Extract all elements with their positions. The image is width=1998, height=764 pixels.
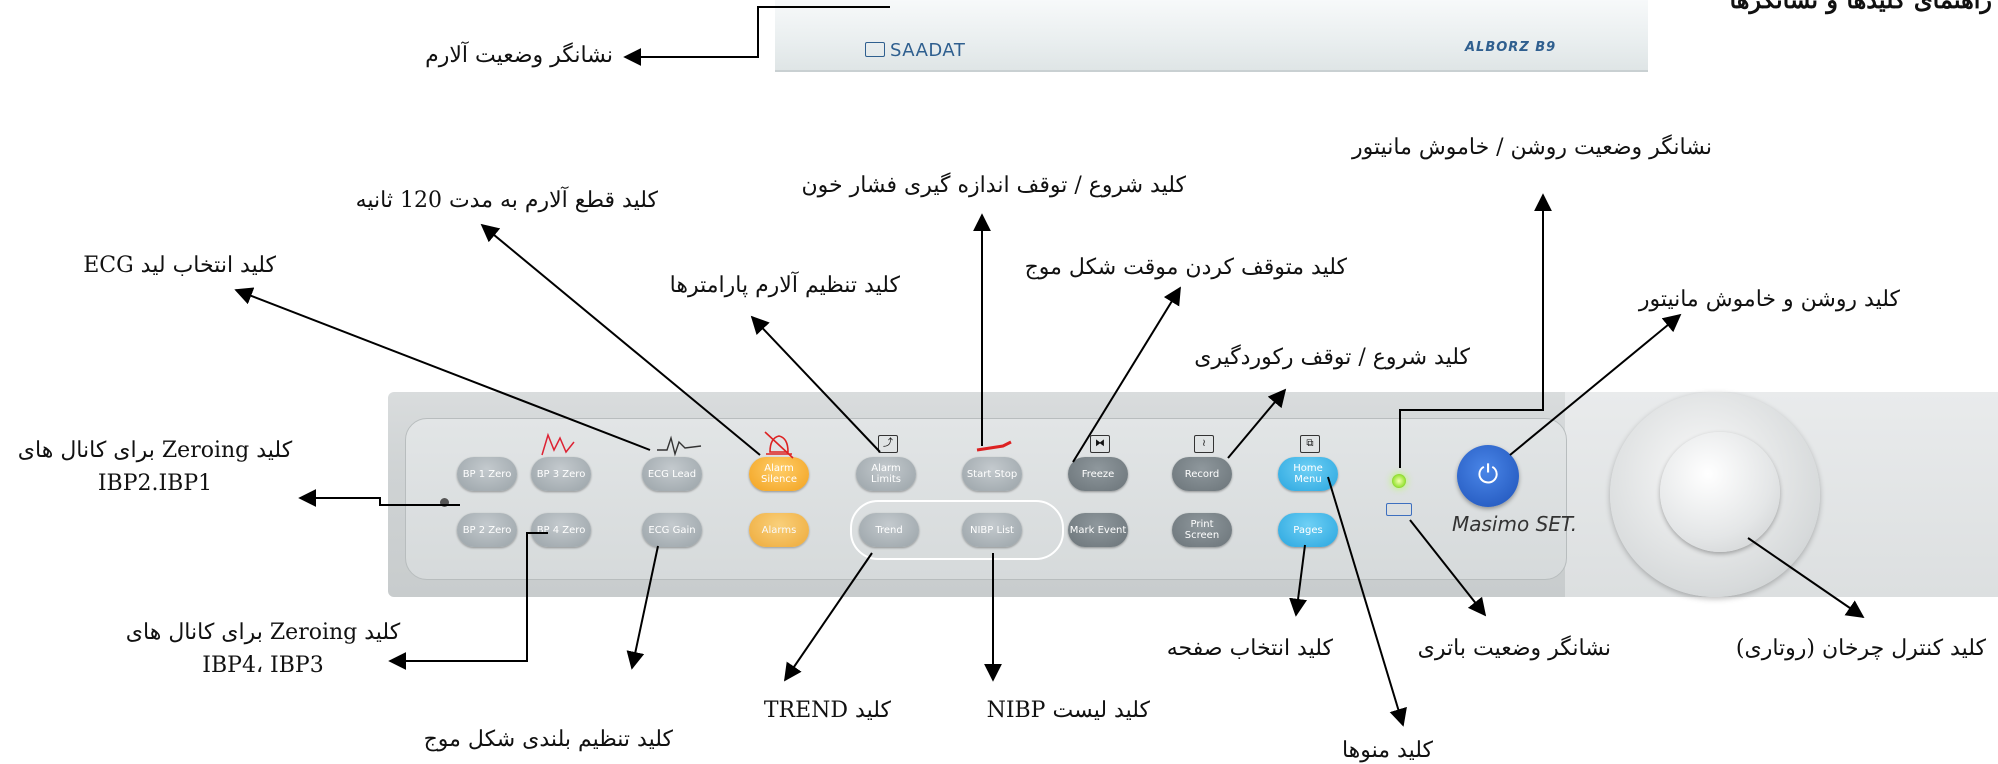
alarms-label: Alarms [761,524,797,536]
brand-right: ALBORZ B9 [1465,40,1557,55]
ecg-gain-label: ECG Gain [648,524,696,536]
callout-trend: کلید TREND [763,698,891,723]
ecg-lead-label: ECG Lead [647,468,697,480]
ecg-gain-button[interactable]: ECG Gain [642,513,702,547]
nibp-list-label: NIBP List [970,524,1014,536]
callout-menus: کلید منوها [1341,738,1433,763]
callout-zero12: کلید Zeroing برای کانال های IBP2.IBP1 [10,438,300,497]
arrow-power [1509,313,1682,456]
power-button[interactable]: ⏻ [1457,445,1519,507]
callout-zero34-line1: کلید Zeroing برای کانال های [125,620,401,645]
bell-icon [764,431,794,459]
arrow-ecg-gain [626,545,659,670]
record-label: Record [1184,468,1220,480]
ecg-lead-button[interactable]: ECG Lead [642,457,702,491]
bp4-zero-label: BP 4 Zero [536,524,586,536]
masimo-logo: Masimo SET. [1452,512,1578,536]
callout-nibp-list: کلید لیست NIBP [986,698,1150,723]
callout-ecg-gain: کلید تنظیم بلندی شکل موج [423,727,673,752]
power-status-led [1392,474,1406,488]
pages-button[interactable]: Pages [1278,513,1338,547]
arrow-zero34 [388,532,548,670]
callout-power-status: نشانگر وضعیت روشن / خاموش مانیتور [1351,135,1712,160]
callout-alarm-silence: کلید قطع آلارم به مدت 120 ثانیه [355,188,658,213]
pages-label: Pages [1293,524,1323,536]
callout-alarm-limits: کلید تنظیم آلارم پارامترها [669,273,900,298]
trend-button[interactable]: Trend [859,513,919,547]
page-title: راهنمای کلیدها و نشانگرها [1729,0,1992,14]
home-menu-icon: ⧉ [1300,435,1320,453]
freeze-icon: ⧓ [1090,435,1110,453]
record-icon: ≀ [1194,435,1214,453]
callout-pages: کلید انتخاب صفحه [1166,636,1333,661]
callout-nibp-start: کلید شروع / توقف اندازه گیری فشار خون [801,173,1186,198]
callout-freeze: کلید متوقف کردن موقت شکل موج [1024,255,1347,280]
bp3-zero-label: BP 3 Zero [536,468,586,480]
callout-zero12-line2: IBP2.IBP1 [97,471,213,497]
arrow-battery [1409,519,1487,617]
bp1-zero-button[interactable]: BP 1 Zero [457,457,517,491]
alarm-silence-button[interactable]: Alarm Silence [749,457,809,491]
bp-wave-icon [541,432,575,456]
callout-battery: نشانگر وضعیت باتری [1417,636,1611,661]
start-stop-button[interactable]: Start Stop [962,457,1022,491]
mark-event-button[interactable]: Mark Event [1068,513,1128,547]
start-stop-label: Start Stop [966,468,1018,480]
trend-label: Trend [875,524,903,536]
bp4-zero-button[interactable]: BP 4 Zero [531,513,591,547]
arrow-alarm-status [623,6,890,66]
arrow-power-status-b [1399,193,1552,468]
arrow-alarm-limits [750,315,881,453]
callout-power: کلید روشن و خاموش مانیتور [1638,287,1900,312]
alarms-button[interactable]: Alarms [749,513,809,547]
print-screen-button[interactable]: Print Screen [1172,513,1232,547]
arrow-rotary [1747,537,1865,619]
bp1-zero-label: BP 1 Zero [462,468,512,480]
callout-ecg-lead: کلید انتخاب لید ECG [83,253,276,278]
callout-alarm-status: نشانگر وضعیت آلارم [425,43,613,68]
bp3-zero-button[interactable]: BP 3 Zero [531,457,591,491]
home-menu-button[interactable]: Home Menu [1278,457,1338,491]
arrow-pages [1289,544,1307,617]
monitor-top-strip: SAADAT ALBORZ B9 [775,0,1648,72]
trend-nibp-frame [850,500,1064,560]
arrow-menus [1327,476,1407,727]
rotary-knob[interactable] [1660,432,1780,552]
callout-zero34-line2: IBP4، IBP3 [202,653,324,679]
alarm-limits-button[interactable]: Alarm Limits [856,457,916,491]
callout-zero12-line1: کلید Zeroing برای کانال های [17,438,293,463]
battery-icon [1386,503,1412,516]
nibp-cuff-icon [976,440,1012,452]
callout-zero34: کلید Zeroing برای کانال های IBP4، IBP3 [118,620,408,679]
keypad-inner-frame [405,418,1567,580]
print-screen-label: Print Screen [1184,519,1220,541]
arrow-alarm-silence [480,223,761,456]
bp2-zero-button[interactable]: BP 2 Zero [457,513,517,547]
freeze-label: Freeze [1081,468,1115,480]
callout-record: کلید شروع / توقف رکوردگیری [1194,345,1470,370]
arrow-freeze [1072,286,1181,463]
ecg-wave-icon [657,435,702,457]
arrow-ecg-lead [234,287,651,451]
bp2-zero-label: BP 2 Zero [462,524,512,536]
nibp-list-button[interactable]: NIBP List [962,513,1022,547]
record-button[interactable]: Record [1172,457,1232,491]
alarm-limits-icon: ⤴ [878,435,898,453]
freeze-button[interactable]: Freeze [1068,457,1128,491]
arrow-zero12 [298,489,460,507]
arrow-record [1227,388,1287,459]
arrow-trend [783,552,873,682]
alarm-limits-label: Alarm Limits [871,463,901,485]
mark-event-label: Mark Event [1069,524,1127,536]
alarm-silence-label: Alarm Silence [760,463,798,485]
home-menu-label: Home Menu [1293,463,1323,485]
callout-rotary: کلید کنترل چرخان (روتاری) [1735,636,1986,661]
brand-logo-icon [865,42,885,57]
brand-left: SAADAT [890,40,966,61]
alarm-indicator-hole [440,498,449,507]
